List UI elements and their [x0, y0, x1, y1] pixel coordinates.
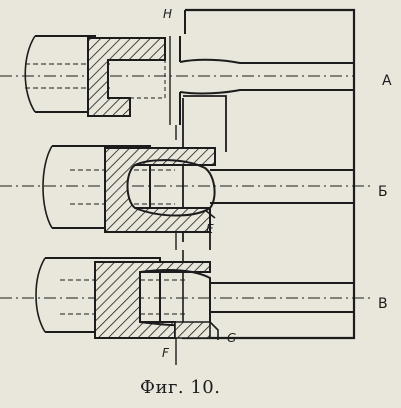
label-F: F — [162, 346, 170, 360]
figure-caption: Фиг. 10. — [140, 377, 220, 398]
stage-top — [0, 35, 355, 125]
bar-bottom — [210, 282, 355, 313]
label-E: E — [206, 222, 214, 236]
punch-body-top — [35, 35, 96, 113]
blank-bottom — [139, 269, 211, 327]
punch-hatched-middle — [104, 147, 216, 233]
bar-top — [179, 58, 355, 95]
stage-bottom — [0, 257, 370, 340]
blank-middle — [134, 159, 216, 217]
label-stage-V: В — [378, 296, 388, 312]
punch-hatched-top — [87, 37, 166, 117]
label-stage-A: А — [382, 73, 392, 89]
bar-middle — [210, 169, 355, 204]
punch-body-middle — [52, 145, 151, 229]
label-G: G — [227, 331, 236, 345]
label-H: H — [163, 7, 172, 21]
stage-middle — [0, 145, 370, 233]
label-stage-B: Б — [378, 184, 388, 200]
